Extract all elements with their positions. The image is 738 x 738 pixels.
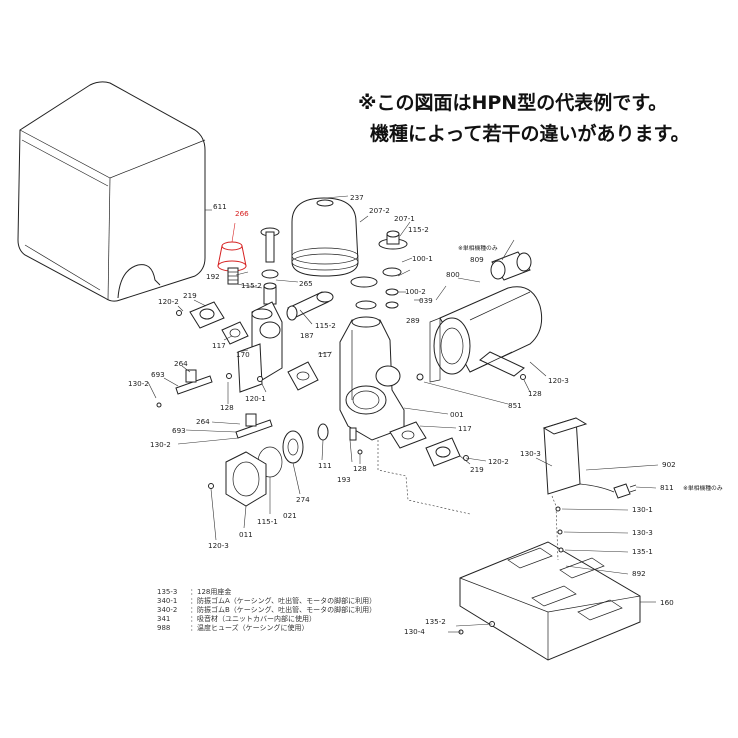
part-207-impeller [350,230,408,310]
label-800: 800 [446,270,460,279]
parts-legend: 135-3 ：128用座金 340-1 ：防振ゴムA（ケーシング、吐出管、モータ… [157,587,376,632]
part-021-impeller-disc [282,430,304,464]
part-117-gasket-mid [287,361,319,391]
label-289: 289 [406,316,420,325]
label-192: 192 [206,272,220,281]
note-representative-model: ※この図面はHPN型の代表例です。 [358,92,668,114]
label-809: 809 [470,255,484,264]
label-001: 001 [450,410,464,419]
label-120-3-right: 120-3 [548,376,569,385]
label-117-mid: 117 [318,350,332,359]
part-011-front-cover [225,451,267,507]
label-130-1: 130-1 [632,505,653,514]
label-193: 193 [337,475,351,484]
label-170: 170 [236,350,250,359]
part-117-gasket-right [389,421,427,449]
part-809-capacitor [490,251,532,281]
label-115-2-right: 115-2 [408,225,429,234]
label-120-2-left: 120-2 [158,297,179,306]
label-120-2-right: 120-2 [488,457,509,466]
label-809-note: ※単相機種のみ [458,244,498,252]
label-115-2-upper: 115-2 [241,281,262,290]
part-219-flange-right [425,437,461,467]
label-219-left: 219 [183,291,197,300]
label-117-right: 117 [458,424,472,433]
label-693-lower: 693 [172,426,186,435]
label-130-3-right: 130-3 [632,528,653,537]
label-264-upper: 264 [174,359,188,368]
label-117-left: 117 [212,341,226,350]
part-274-seal [317,423,329,441]
part-265-valve [260,227,280,305]
label-100-1: 100-1 [412,254,433,263]
label-021: 021 [283,511,297,520]
part-800-motor [429,286,543,383]
label-128-left: 128 [220,403,234,412]
label-130-2-upper: 130-2 [128,379,149,388]
label-039: 039 [419,296,433,305]
legend-code-5: 988 [157,624,170,632]
label-902: 902 [662,460,676,469]
legend-desc-4: ：吸音材（ユニットカバー内部に使用） [190,614,316,623]
label-120-1: 120-1 [245,394,266,403]
part-labels: 611 266 192 115-2 237 207-2 207-1 115-2 … [128,193,723,636]
part-811-power-cord [613,483,637,499]
label-115-2-mid: 115-2 [315,321,336,330]
part-611-cover [17,81,212,302]
label-135-2: 135-2 [425,617,446,626]
label-130-4: 130-4 [404,627,425,636]
label-187: 187 [300,331,314,340]
part-219-flange-left [189,301,225,329]
label-237: 237 [350,193,364,202]
label-100-2: 100-2 [405,287,426,296]
part-902-control-board [542,417,615,495]
legend-code-2: 340-1 [157,597,177,605]
part-117-gasket-left [221,321,249,345]
label-264-lower: 264 [196,417,210,426]
label-128-right: 128 [528,389,542,398]
part-266-cap [217,222,247,272]
legend-code-4: 341 [157,615,170,623]
label-120-3-left: 120-3 [208,541,229,550]
label-160: 160 [660,598,674,607]
label-265: 265 [299,279,313,288]
legend-code-3: 340-2 [157,606,177,614]
note-model-variation: 機種によって若干の違いがあります。 [370,123,690,145]
label-111: 111 [318,461,332,470]
label-851: 851 [508,401,522,410]
label-011: 011 [239,530,253,539]
legend-desc-3: ：防振ゴムB（ケーシング、吐出管、モータの脚部に利用） [190,605,376,614]
label-892: 892 [632,569,646,578]
label-274: 274 [296,495,310,504]
legend-desc-1: ：128用座金 [190,587,231,596]
legend-desc-5: ：温度ヒューズ（ケーシングに使用） [190,623,309,632]
label-130-3-top: 130-3 [520,449,541,458]
label-207-2: 207-2 [369,206,390,215]
part-001-pump-casing [339,316,405,441]
part-160-base [459,541,641,661]
part-192-spring [227,267,239,285]
small-screws [156,310,564,635]
label-219-right: 219 [470,465,484,474]
legend-desc-2: ：防振ゴムA（ケーシング、吐出管、モータの脚部に利用） [190,596,376,605]
label-130-2-lower: 130-2 [150,440,171,449]
label-135-1: 135-1 [632,547,653,556]
label-128-bottom: 128 [353,464,367,473]
part-187-pipe [286,291,334,321]
label-115-1: 115-1 [257,517,278,526]
leader-lines [147,215,659,633]
label-611: 611 [213,202,227,211]
label-811-note: ※単相機種のみ [683,484,723,492]
label-207-1: 207-1 [394,214,415,223]
part-264-bracket-lower [235,413,273,439]
label-693-upper: 693 [151,370,165,379]
part-111-screw [349,427,357,441]
part-237-pressure-tank [291,195,359,277]
label-266: 266 [235,209,249,218]
label-811: 811 [660,483,674,492]
part-264-bracket-upper [175,369,213,395]
legend-code-1: 135-3 [157,588,177,596]
